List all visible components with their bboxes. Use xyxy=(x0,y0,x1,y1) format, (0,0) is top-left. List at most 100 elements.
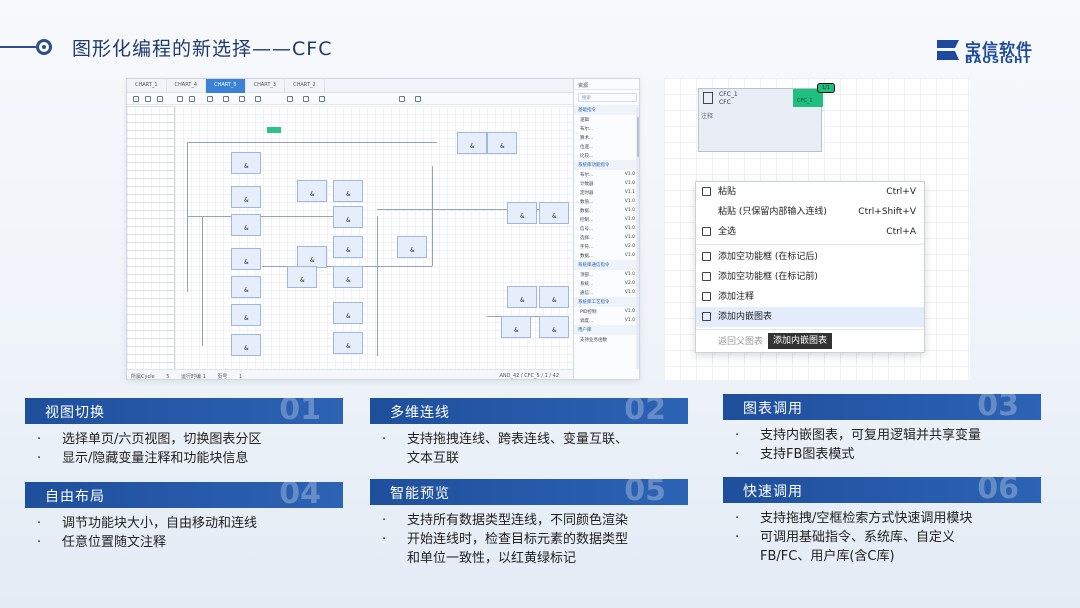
zoom-icon[interactable] xyxy=(255,96,261,102)
tab-chart_1[interactable]: CHART_1 xyxy=(127,79,167,93)
library-item[interactable]: 算术... xyxy=(574,133,639,142)
view-six-icon[interactable] xyxy=(223,96,229,102)
scroll-thumb[interactable] xyxy=(637,117,639,157)
menu-item[interactable]: 添加注释 xyxy=(696,287,924,307)
tooltip: 添加内嵌图表 xyxy=(768,333,833,349)
function-block[interactable] xyxy=(539,202,569,224)
chart-canvas[interactable] xyxy=(127,106,573,369)
function-block[interactable] xyxy=(501,316,531,338)
library-item[interactable]: 控制...V1.0 xyxy=(574,215,639,224)
function-block[interactable] xyxy=(397,236,427,258)
function-block[interactable] xyxy=(297,246,327,268)
paste-icon[interactable] xyxy=(189,96,195,102)
columns-icon[interactable] xyxy=(319,96,325,102)
menu-item-label: 添加内嵌图表 xyxy=(718,312,773,322)
function-block[interactable] xyxy=(297,180,327,202)
table-icon[interactable] xyxy=(303,96,309,102)
layout-icon[interactable] xyxy=(287,96,293,102)
function-block[interactable] xyxy=(231,248,261,270)
library-item[interactable]: 支持业务函数 xyxy=(574,335,639,344)
redo-icon[interactable] xyxy=(145,96,151,102)
library-item[interactable]: 逻辑 xyxy=(574,115,639,124)
function-block[interactable] xyxy=(333,302,363,324)
function-block[interactable] xyxy=(231,186,261,208)
library-item[interactable]: 选择...V1.0 xyxy=(574,233,639,242)
menu-item[interactable]: 添加空功能框 (在标记后) xyxy=(696,247,924,267)
library-section[interactable]: 系统库通信指令 xyxy=(574,260,639,270)
function-block[interactable] xyxy=(231,214,261,236)
library-item-label: 比较... xyxy=(580,153,594,159)
library-search-input[interactable]: 搜索 xyxy=(578,93,637,102)
library-item[interactable]: 信号...V1.0 xyxy=(574,224,639,233)
library-section[interactable]: 系统库功能指令 xyxy=(574,160,639,170)
distribute-icon[interactable] xyxy=(415,96,421,102)
logo-mark-icon xyxy=(937,40,959,60)
library-item[interactable]: 系统...V2.0 xyxy=(574,279,639,288)
grid-icon[interactable] xyxy=(239,96,245,102)
tab-chart_4[interactable]: CHART_4 xyxy=(167,79,207,93)
feature-bullet-text: 和单位一致性，以红黄绿标记 xyxy=(407,551,577,566)
undo-icon[interactable] xyxy=(133,96,139,102)
function-block[interactable] xyxy=(333,266,363,288)
function-block[interactable] xyxy=(231,304,261,326)
library-section[interactable]: 系统库工艺指令 xyxy=(574,297,639,307)
page-select[interactable]: 1 xyxy=(239,374,243,380)
bullet-dot-icon: · xyxy=(37,516,42,531)
tab-chart_2[interactable]: CHART_2 xyxy=(285,79,325,93)
function-block[interactable] xyxy=(539,316,569,338)
feature-bullet: ·支持FB图表模式 xyxy=(735,445,1041,464)
tab-chart_3[interactable]: CHART_3 xyxy=(246,79,286,93)
function-block[interactable] xyxy=(457,132,487,154)
copy-icon[interactable] xyxy=(177,96,183,102)
view-single-icon[interactable] xyxy=(207,96,213,102)
menu-item[interactable]: 返回父图表 xyxy=(696,332,924,352)
function-block[interactable] xyxy=(333,332,363,354)
library-item[interactable]: 比较... xyxy=(574,151,639,160)
library-item[interactable]: 布尔...V1.0 xyxy=(574,170,639,179)
library-item[interactable]: 字符...V2.0 xyxy=(574,242,639,251)
library-item[interactable]: 调度...V1.0 xyxy=(574,316,639,325)
library-item[interactable]: 通信...V1.0 xyxy=(574,288,639,297)
function-block[interactable] xyxy=(333,180,363,202)
menu-item-shortcut: Ctrl+V xyxy=(886,187,916,197)
function-block[interactable] xyxy=(539,286,569,308)
function-block[interactable] xyxy=(231,152,261,174)
tab-chart_5[interactable]: CHART_5 xyxy=(206,79,246,93)
function-block[interactable] xyxy=(231,334,261,356)
library-item[interactable]: 位逻... xyxy=(574,142,639,151)
library-item-version: V2.0 xyxy=(624,280,635,286)
function-block[interactable] xyxy=(333,206,363,228)
library-section[interactable]: 用户库 xyxy=(574,325,639,335)
library-item-label: 逻辑 xyxy=(580,117,589,123)
cycle-select[interactable]: 5 xyxy=(166,374,170,380)
function-block[interactable] xyxy=(507,202,537,224)
menu-item[interactable]: 粘贴 (只保留内部输入连线)Ctrl+Shift+V xyxy=(696,202,924,222)
page-label: 页号 xyxy=(217,374,228,380)
feature-title: 自由布局 xyxy=(45,489,105,505)
library-item[interactable]: 数值...V1.0 xyxy=(574,197,639,206)
library-item[interactable]: 布尔... xyxy=(574,124,639,133)
editor-statusbar: 所属Cycle 5 运行时编 1 页号 1 AND_42 / CFC_5 / 1… xyxy=(127,369,573,380)
library-section[interactable]: 基础指令 xyxy=(574,105,639,115)
function-block[interactable] xyxy=(231,276,261,298)
function-block[interactable] xyxy=(487,132,517,154)
function-block[interactable] xyxy=(333,236,363,258)
library-item[interactable]: 顶部...V1.0 xyxy=(574,270,639,279)
align-icon[interactable] xyxy=(399,96,405,102)
function-block[interactable] xyxy=(507,286,537,308)
cut-icon[interactable] xyxy=(157,96,163,102)
library-item[interactable]: 数据...V1.0 xyxy=(574,206,639,215)
library-scrollbar[interactable] xyxy=(636,107,639,369)
library-item[interactable]: 数据...V1.0 xyxy=(574,251,639,260)
menu-item[interactable]: 添加空功能框 (在标记前) xyxy=(696,267,924,287)
function-block[interactable] xyxy=(287,266,317,288)
menu-item[interactable]: 添加内嵌图表 xyxy=(696,307,924,327)
